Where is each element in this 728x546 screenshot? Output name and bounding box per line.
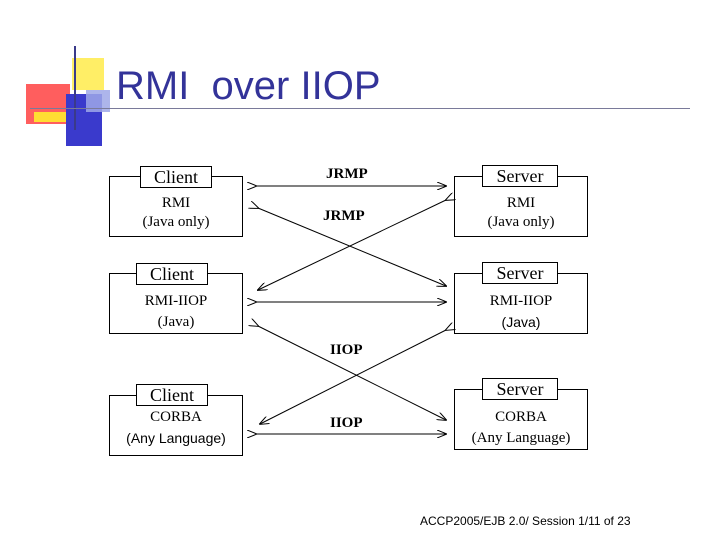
corner-decoration [0, 0, 690, 150]
client-rmi-line1: RMI [161, 195, 191, 211]
server-rmi-iiop-label: Server [482, 262, 558, 284]
deco-vertical-line [74, 46, 76, 130]
server-rmi-line1: RMI [506, 195, 536, 211]
client-rmi-label: Client [140, 166, 212, 188]
client-rmi-iiop-line2: (Java) [157, 314, 195, 330]
client-rmi-iiop-box [109, 273, 243, 334]
client-rmi-iiop-line1: RMI-IIOP [144, 293, 208, 309]
client-rmi-iiop-label: Client [136, 263, 208, 285]
arrow-rmi-server-to-rmi-iiop-client [258, 200, 446, 290]
server-rmi-label: Server [482, 165, 558, 187]
protocol-label-jrmp-cross: JRMP [323, 208, 365, 224]
slide-footer: ACCP2005/EJB 2.0/ Session 1/11 of 23 [420, 514, 631, 528]
server-corba-label: Server [482, 378, 558, 400]
deco-horizontal-line [30, 108, 690, 109]
client-corba-line2: (Any Language) [126, 430, 226, 446]
protocol-label-iiop-cross: IIOP [330, 342, 363, 358]
deco-yellow-strip [34, 112, 70, 122]
client-rmi-line2: (Java only) [142, 214, 210, 230]
deco-yellow-block [72, 58, 104, 90]
slide-title: RMI over IIOP [116, 64, 381, 108]
server-corba-line1: CORBA [495, 409, 547, 425]
server-rmi-line2: (Java only) [487, 214, 555, 230]
arrow-rmi-iiop-server-to-corba-client [260, 330, 446, 424]
client-corba-line1: CORBA [150, 409, 202, 425]
client-corba-label: Client [136, 384, 208, 406]
protocol-label-jrmp-top: JRMP [326, 166, 368, 182]
server-rmi-iiop-line1: RMI-IIOP [489, 293, 553, 309]
protocol-label-iiop-bottom: IIOP [330, 415, 363, 431]
deco-lightblue-block [86, 90, 110, 112]
server-corba-line2: (Any Language) [471, 430, 571, 446]
server-rmi-iiop-line2: (Java) [501, 314, 541, 330]
